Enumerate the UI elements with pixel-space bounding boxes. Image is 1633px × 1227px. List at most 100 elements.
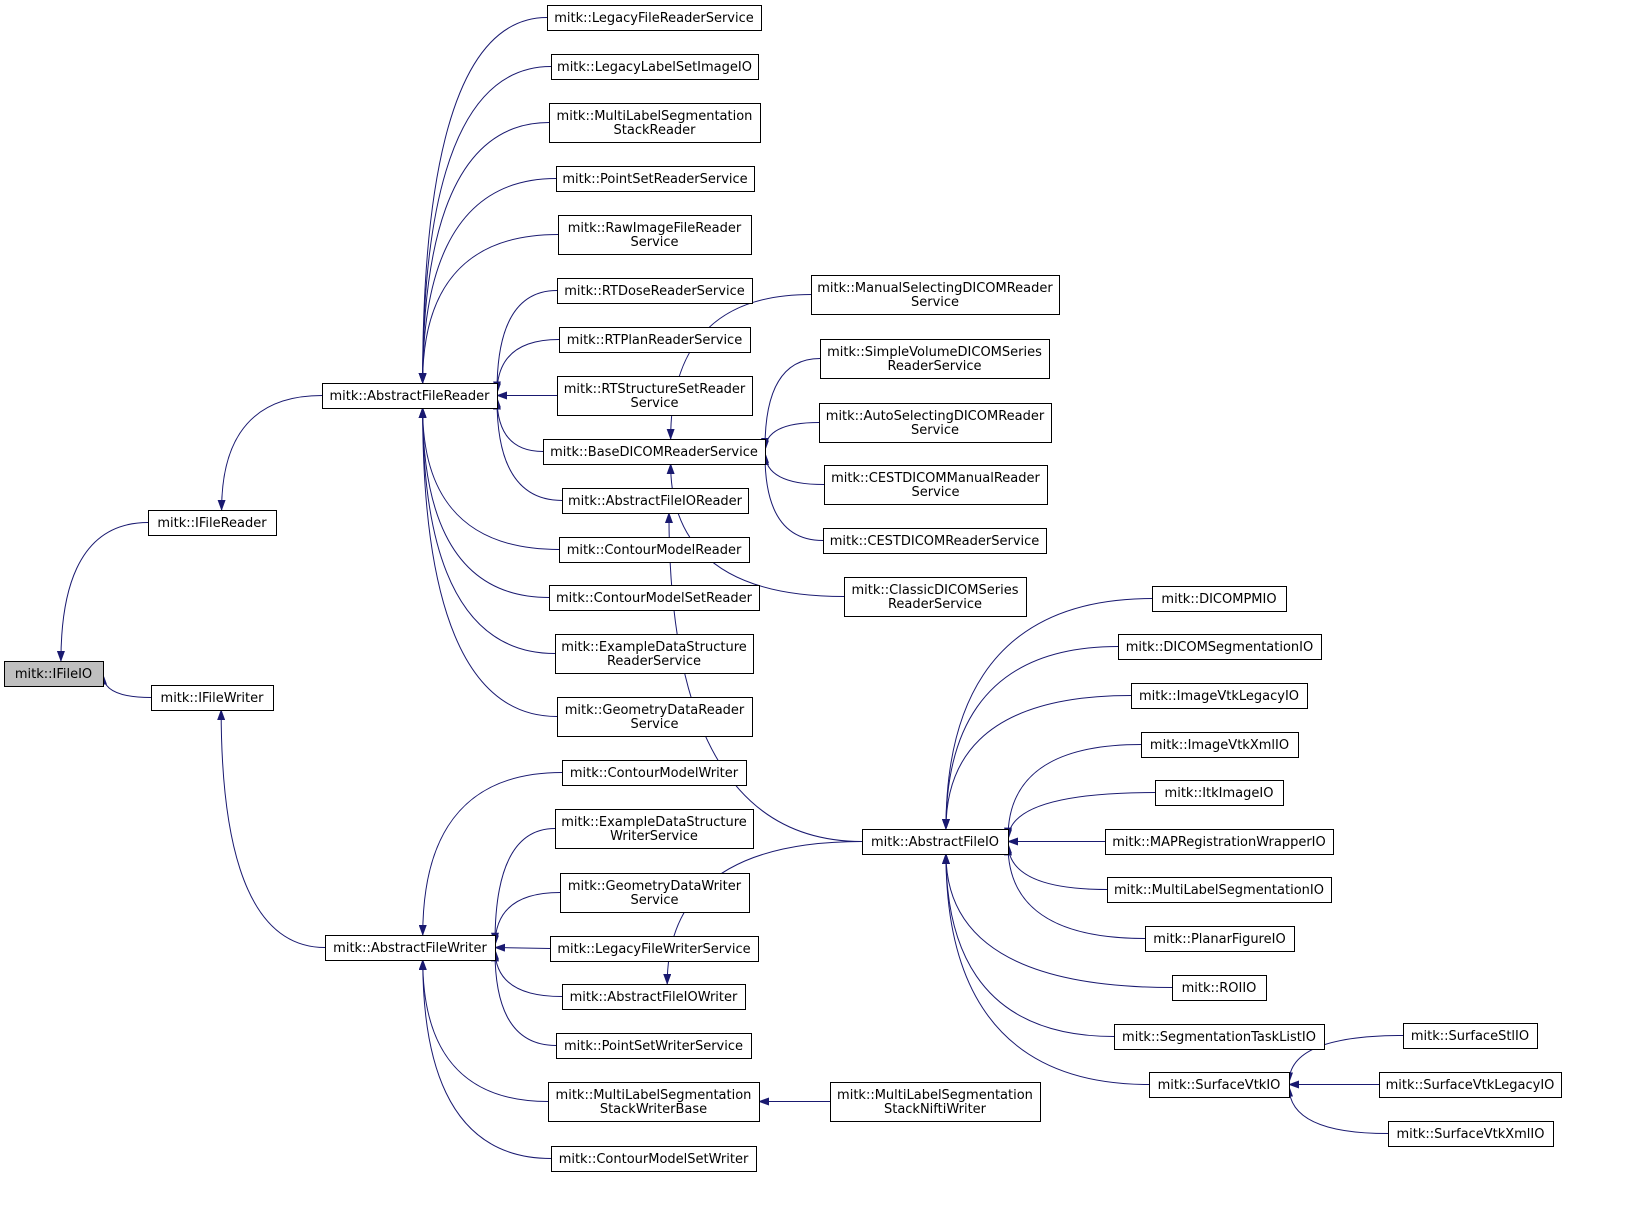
class-name-label: mitk::SurfaceVtkXmlIO xyxy=(1397,1127,1545,1142)
class-box xyxy=(555,809,754,849)
class-box xyxy=(830,1082,1041,1122)
class-node-dicomsegmentationio[interactable]: mitk::DICOMSegmentationIO xyxy=(1118,634,1322,660)
inheritance-edge-legacyfilewriterservice-to-abstractfilewriter xyxy=(494,943,551,952)
class-node-pointsetwriterservice[interactable]: mitk::PointSetWriterService xyxy=(556,1033,752,1059)
class-box xyxy=(551,1146,757,1172)
class-name-label: mitk::GeometryDataReader xyxy=(565,703,745,718)
class-node-segmentationtasklistio[interactable]: mitk::SegmentationTaskListIO xyxy=(1114,1024,1325,1050)
class-node-contourmodelwriter[interactable]: mitk::ContourModelWriter xyxy=(562,760,747,786)
class-node-abstractfilewriter[interactable]: mitk::AbstractFileWriter xyxy=(325,935,496,961)
class-node-multilabelsegstackwriterbase[interactable]: mitk::MultiLabelSegmentationStackWriterB… xyxy=(548,1082,760,1122)
class-node-imagevtklegacyio[interactable]: mitk::ImageVtkLegacyIO xyxy=(1131,683,1308,709)
inheritance-edge-contourmodelsetreader-to-abstractfilereader xyxy=(418,407,550,598)
inheritance-edge-geometrydatareaderservice-to-abstractfilereader xyxy=(418,407,558,717)
class-node-mapregistrationwrapperio[interactable]: mitk::MAPRegistrationWrapperIO xyxy=(1105,829,1334,855)
class-name-label: mitk::ContourModelSetReader xyxy=(556,591,753,606)
class-name-label: mitk::LegacyLabelSetImageIO xyxy=(557,60,752,75)
class-node-itkimageio[interactable]: mitk::ItkImageIO xyxy=(1155,780,1284,806)
class-name-label: mitk::ClassicDICOMSeries xyxy=(852,583,1019,598)
inheritance-edge-segmentationtasklistio-to-abstractfileio xyxy=(941,853,1115,1037)
inheritance-edge-itkimageio-to-abstractfileio xyxy=(1004,792,1156,841)
class-node-abstractfileio[interactable]: mitk::AbstractFileIO xyxy=(862,829,1009,855)
class-name-label: mitk::MultiLabelSegmentation xyxy=(837,1088,1033,1103)
class-node-legacyfilereaderservice[interactable]: mitk::LegacyFileReaderService xyxy=(547,5,762,31)
class-name-label: mitk::LegacyFileWriterService xyxy=(557,942,750,957)
class-name-label: mitk::BaseDICOMReaderService xyxy=(550,445,758,460)
inheritance-edge-cestdicommanualreaderservice-to-basedicomreaderservice xyxy=(761,451,825,485)
inheritance-edge-exampledatastructurereaderservice-to-abstractfilereader xyxy=(418,407,556,654)
inheritance-edge-rtplanreaderservice-to-abstractfilereader xyxy=(493,339,560,395)
class-box xyxy=(555,634,754,674)
class-node-dicompmio[interactable]: mitk::DICOMPMIO xyxy=(1152,586,1287,612)
class-node-roiio[interactable]: mitk::ROIIO xyxy=(1172,975,1267,1001)
class-node-ifilewriter[interactable]: mitk::IFileWriter xyxy=(151,685,274,711)
class-node-abstractfileioreader[interactable]: mitk::AbstractFileIOReader xyxy=(562,488,749,514)
class-box xyxy=(1379,1072,1562,1098)
class-name-label: mitk::SurfaceVtkLegacyIO xyxy=(1386,1078,1555,1093)
class-name-label: mitk::ItkImageIO xyxy=(1165,786,1274,801)
class-node-imagevtkxmlio[interactable]: mitk::ImageVtkXmlIO xyxy=(1141,732,1299,758)
class-node-surfacevtklegacyio[interactable]: mitk::SurfaceVtkLegacyIO xyxy=(1379,1072,1562,1098)
class-node-rtplanreaderservice[interactable]: mitk::RTPlanReaderService xyxy=(559,327,751,353)
class-name-label: ReaderService xyxy=(888,597,982,612)
inheritance-edge-ifilereader-to-ifileio xyxy=(56,522,149,662)
class-name-label: mitk::ExampleDataStructure xyxy=(561,640,747,655)
class-node-planarfigureio[interactable]: mitk::PlanarFigureIO xyxy=(1145,926,1295,952)
inheritance-edge-rtdosereaderservice-to-abstractfilereader xyxy=(493,290,558,393)
class-name-label: mitk::SimpleVolumeDICOMSeries xyxy=(827,345,1042,360)
class-box xyxy=(559,327,751,353)
class-node-abstractfilereader[interactable]: mitk::AbstractFileReader xyxy=(322,383,498,409)
class-node-multilabelsegstackniftiwriter[interactable]: mitk::MultiLabelSegmentationStackNiftiWr… xyxy=(830,1082,1041,1122)
class-box xyxy=(557,697,753,737)
class-box xyxy=(556,166,755,192)
inheritance-edge-contourmodelsetwriter-to-abstractfilewriter xyxy=(418,959,552,1159)
class-node-contourmodelsetreader[interactable]: mitk::ContourModelSetReader xyxy=(549,585,760,611)
class-node-multilabelsegmentationio[interactable]: mitk::MultiLabelSegmentationIO xyxy=(1107,877,1332,903)
class-node-cestdicomreaderservice[interactable]: mitk::CESTDICOMReaderService xyxy=(823,528,1047,554)
class-name-label: mitk::RTStructureSetReader xyxy=(564,382,746,397)
class-box xyxy=(1388,1121,1554,1147)
class-node-contourmodelsetwriter[interactable]: mitk::ContourModelSetWriter xyxy=(551,1146,757,1172)
class-name-label: mitk::ImageVtkXmlIO xyxy=(1150,738,1289,753)
class-name-label: mitk::MAPRegistrationWrapperIO xyxy=(1112,835,1326,850)
class-node-surfacevtkio[interactable]: mitk::SurfaceVtkIO xyxy=(1149,1072,1290,1098)
class-name-label: mitk::ContourModelWriter xyxy=(570,766,739,781)
class-node-rtdosereaderservice[interactable]: mitk::RTDoseReaderService xyxy=(557,278,753,304)
class-node-pointsetreaderservice[interactable]: mitk::PointSetReaderService xyxy=(556,166,755,192)
class-node-contourmodelreader[interactable]: mitk::ContourModelReader xyxy=(559,537,750,563)
class-node-surfacevtkxmlio[interactable]: mitk::SurfaceVtkXmlIO xyxy=(1388,1121,1554,1147)
class-name-label: mitk::SurfaceVtkIO xyxy=(1158,1078,1281,1093)
class-box xyxy=(1403,1023,1538,1049)
inheritance-edge-planarfigureio-to-abstractfileio xyxy=(1004,844,1146,939)
class-box xyxy=(1107,877,1332,903)
inheritance-edge-simplevolumedicomseriesreaderservice-to-basedicomreaderservice xyxy=(761,358,821,449)
class-box xyxy=(820,339,1050,379)
inheritance-edge-exampledatastructurewriterservice-to-abstractfilewriter xyxy=(491,828,556,944)
class-box xyxy=(547,5,762,31)
class-node-legacyfilewriterservice[interactable]: mitk::LegacyFileWriterService xyxy=(550,936,759,962)
class-box xyxy=(1131,683,1308,709)
class-node-abstractfileiowriter[interactable]: mitk::AbstractFileIOWriter xyxy=(562,984,746,1010)
class-node-basedicomreaderservice[interactable]: mitk::BaseDICOMReaderService xyxy=(543,439,766,465)
class-node-surfacestlio[interactable]: mitk::SurfaceStlIO xyxy=(1403,1023,1538,1049)
class-name-label: mitk::IFileIO xyxy=(15,667,92,682)
class-node-ifilereader[interactable]: mitk::IFileReader xyxy=(148,510,277,536)
class-node-legacylabelsetimageio[interactable]: mitk::LegacyLabelSetImageIO xyxy=(551,54,759,80)
class-node-simplevolumedicomseriesreaderservice[interactable]: mitk::SimpleVolumeDICOMSeriesReaderServi… xyxy=(820,339,1050,379)
class-name-label: mitk::MultiLabelSegmentation xyxy=(557,109,753,124)
class-name-label: mitk::AbstractFileIOReader xyxy=(568,494,743,509)
class-name-label: mitk::IFileWriter xyxy=(161,691,265,706)
inheritance-edge-autoselectingdicomreaderservice-to-basedicomreaderservice xyxy=(761,422,820,452)
